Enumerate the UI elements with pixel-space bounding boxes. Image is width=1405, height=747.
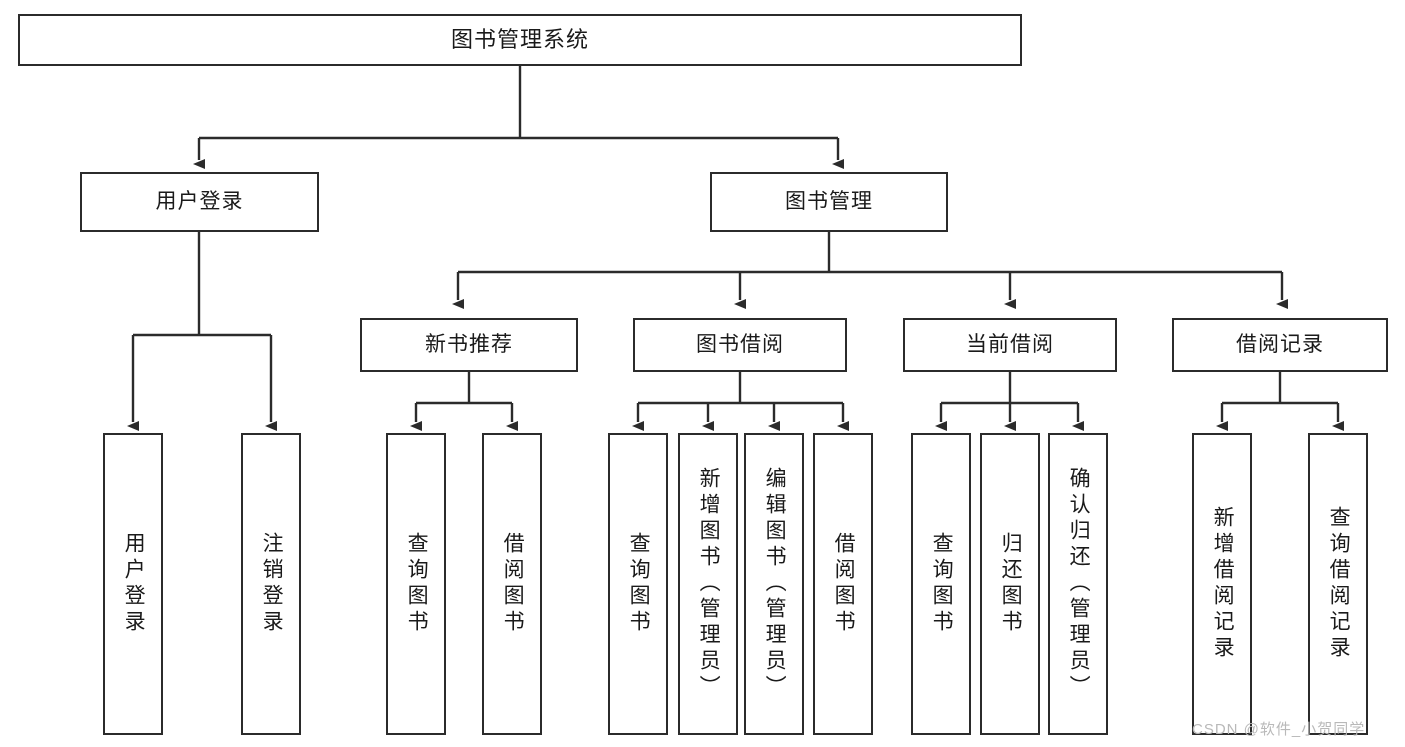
leaf-query-book-1[interactable]: 查询图书 [386, 433, 446, 735]
leaf-borrow-book-1[interactable]: 借阅图书 [482, 433, 542, 735]
leaf-return-book-label: 归还图书 [999, 532, 1023, 636]
leaf-query-book-3-label: 查询图书 [930, 532, 954, 636]
leaf-borrow-book-2[interactable]: 借阅图书 [813, 433, 873, 735]
node-user-login[interactable]: 用户登录 [80, 172, 319, 232]
leaf-edit-book-admin[interactable]: 编辑图书（管理员） [744, 433, 804, 735]
leaf-return-book[interactable]: 归还图书 [980, 433, 1040, 735]
leaf-logout-label: 注销登录 [260, 532, 284, 636]
node-new-book-recommend[interactable]: 新书推荐 [360, 318, 578, 372]
leaf-user-login[interactable]: 用户登录 [103, 433, 163, 735]
leaf-add-book-admin[interactable]: 新增图书（管理员） [678, 433, 738, 735]
leaf-borrow-book-1-label: 借阅图书 [501, 532, 525, 636]
leaf-borrow-book-2-label: 借阅图书 [832, 532, 856, 636]
leaf-edit-book-admin-label: 编辑图书（管理员） [763, 467, 787, 701]
leaf-logout[interactable]: 注销登录 [241, 433, 301, 735]
leaf-query-book-3[interactable]: 查询图书 [911, 433, 971, 735]
node-current-borrow[interactable]: 当前借阅 [903, 318, 1117, 372]
leaf-add-borrow-record-label: 新增借阅记录 [1211, 506, 1235, 662]
node-borrow-record[interactable]: 借阅记录 [1172, 318, 1388, 372]
leaf-add-borrow-record[interactable]: 新增借阅记录 [1192, 433, 1252, 735]
node-root[interactable]: 图书管理系统 [18, 14, 1022, 66]
leaf-confirm-return-admin[interactable]: 确认归还（管理员） [1048, 433, 1108, 735]
leaf-add-book-admin-label: 新增图书（管理员） [697, 467, 721, 701]
leaf-query-book-1-label: 查询图书 [405, 532, 429, 636]
leaf-confirm-return-admin-label: 确认归还（管理员） [1067, 467, 1091, 701]
leaf-query-book-2[interactable]: 查询图书 [608, 433, 668, 735]
leaf-user-login-label: 用户登录 [122, 532, 146, 636]
leaf-query-borrow-record-label: 查询借阅记录 [1327, 506, 1351, 662]
node-book-borrow[interactable]: 图书借阅 [633, 318, 847, 372]
node-book-manage[interactable]: 图书管理 [710, 172, 948, 232]
csdn-watermark: CSDN @软件_小贺同学 [1192, 721, 1366, 738]
leaf-query-book-2-label: 查询图书 [627, 532, 651, 636]
leaf-query-borrow-record[interactable]: 查询借阅记录 [1308, 433, 1368, 735]
